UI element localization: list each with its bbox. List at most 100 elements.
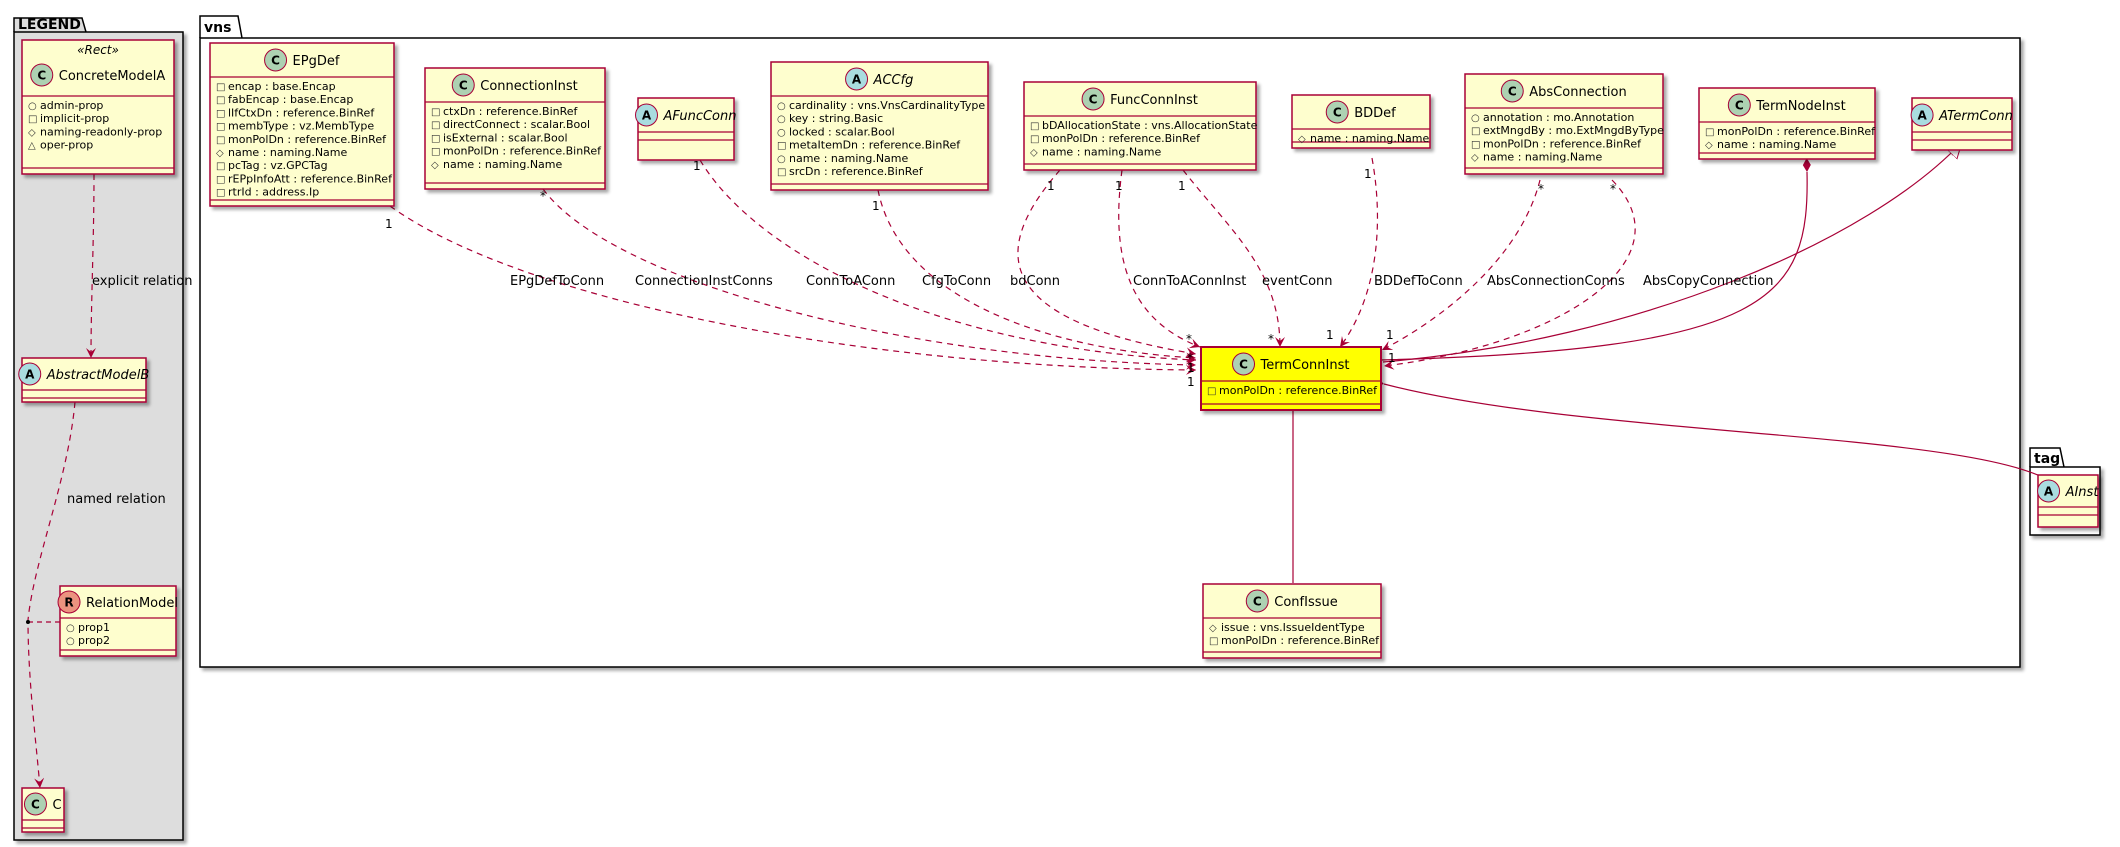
concrete-model-a-attribute: naming-readonly-prop	[40, 125, 162, 138]
legend-named-relation-edge	[27, 401, 76, 789]
class-absconnection-attribute: annotation : mo.Annotation	[1483, 111, 1634, 124]
class-connectioninst-attribute: directConnect : scalar.Bool	[443, 118, 590, 131]
class-funcconninst-title: FuncConnInst	[1110, 93, 1198, 108]
mult-funcconninst-aconninst: 1	[1115, 179, 1123, 193]
c-class-title: C	[52, 798, 61, 813]
class-epgdef-attr-visibility: □	[216, 95, 225, 106]
class-accfg-attribute: srcDn : reference.BinRef	[789, 165, 924, 178]
concrete-model-a-attr-visibility: ○	[28, 101, 37, 112]
vns-edges	[389, 142, 2064, 583]
class-absconnection-attribute: extMngdBy : mo.ExtMngdByType	[1483, 124, 1664, 137]
class-accfg-attribute: metaItemDn : reference.BinRef	[789, 139, 961, 152]
relation-labels: EPgDefToConn ConnectionInstConns ConnToA…	[510, 274, 1773, 289]
class-afuncconn-kind-icon	[635, 103, 659, 127]
class-confissue-attribute: issue : vns.IssueIdentType	[1221, 621, 1365, 634]
class-termnodeinst-title: TermNodeInst	[1755, 99, 1845, 114]
class-absconnection[interactable]: AbsConnectionC○annotation : mo.Annotatio…	[1464, 73, 1664, 175]
class-absconnection-attr-visibility: ◇	[1471, 153, 1479, 164]
edge-conn-to-aconn	[699, 159, 1197, 365]
legend-package-title: LEGEND	[18, 17, 81, 33]
label-absconnection-conns: AbsConnectionConns	[1487, 274, 1625, 289]
class-termnodeinst-attr-visibility: □	[1705, 127, 1714, 138]
label-abscopyconnection: AbsCopyConnection	[1643, 274, 1773, 289]
class-boxes: «Rect»ConcreteModelAC○admin-prop□implici…	[18, 39, 2100, 833]
concrete-model-a-attribute: oper-prop	[40, 139, 93, 152]
edge-epgdef-to-conn	[389, 205, 1197, 375]
label-cfg-to-conn: CfgToConn	[922, 274, 991, 289]
abstract-model-b[interactable]: AbstractModelB A	[18, 357, 150, 403]
relation-model-kind-letter: R	[64, 596, 73, 610]
class-accfg-attribute: cardinality : vns.VnsCardinalityType	[789, 99, 985, 112]
concrete-model-a-attr-visibility: ◇	[28, 127, 36, 138]
abstract-model-b-title: AbstractModelB	[46, 368, 150, 383]
class-accfg-attribute: name : naming.Name	[789, 152, 909, 165]
class-connectioninst-attr-visibility: □	[431, 147, 440, 158]
class-termnodeinst-attribute: monPolDn : reference.BinRef	[1717, 125, 1876, 138]
class-confissue-title: ConfIssue	[1274, 595, 1337, 610]
class-termnodeinst-attribute: name : naming.Name	[1717, 138, 1837, 151]
c-class[interactable]: CC	[21, 787, 65, 833]
concrete-model-a-attr-visibility: □	[28, 114, 37, 125]
mult-epgdef-src: 1	[385, 217, 393, 231]
class-ainst-kind-icon	[2037, 479, 2061, 503]
mult-tgt-event: *	[1268, 332, 1274, 346]
mult-tgt-left-c: 1	[1187, 375, 1195, 389]
class-termconninst-kind-icon	[1232, 352, 1256, 376]
label-bddef-to-conn: BDDefToConn	[1374, 274, 1463, 289]
class-absconnection-attr-visibility: ○	[1471, 113, 1480, 124]
class-termnodeinst[interactable]: TermNodeInst C □monPolDn : reference.BinRe…	[1698, 87, 1876, 160]
class-connectioninst[interactable]: ConnectionInstC□ctxDn : reference.BinRef…	[424, 67, 606, 190]
class-epgdef-attr-visibility: □	[216, 122, 225, 133]
class-accfg-attribute: locked : scalar.Bool	[789, 125, 895, 138]
label-conn-to-aconn: ConnToAConn	[806, 274, 895, 289]
class-funcconninst-attr-visibility: □	[1030, 121, 1039, 132]
edge-conn-to-aconn-inst	[1118, 169, 1201, 349]
class-termconninst-attribute: monPolDn : reference.BinRef	[1219, 384, 1378, 397]
label-conn-to-aconn-inst: ConnToAConnInst	[1133, 274, 1246, 289]
legend-explicit-relation-label: explicit relation	[92, 274, 192, 289]
class-epgdef-attr-visibility: □	[216, 82, 225, 93]
class-termnodeinst-kind-letter: C	[1735, 99, 1744, 113]
class-funcconninst-kind-icon	[1081, 87, 1105, 111]
class-connectioninst-attribute: name : naming.Name	[443, 158, 563, 171]
class-funcconninst-attribute: monPolDn : reference.BinRef	[1042, 132, 1201, 145]
edge-atermconn-generalization	[1382, 142, 1962, 363]
mult-tgt-left-a: *	[1187, 351, 1193, 365]
class-accfg-attr-visibility: ○	[777, 127, 786, 138]
relation-model-attribute: prop2	[78, 634, 110, 647]
concrete-model-a-kind-icon	[30, 63, 54, 87]
class-ainst-kind-letter: A	[2044, 485, 2054, 499]
class-epgdef-attribute: name : naming.Name	[228, 146, 348, 159]
class-epgdef-attribute: monPolDn : reference.BinRef	[228, 133, 387, 146]
class-atermconn-kind-icon	[1910, 103, 1934, 127]
class-accfg-kind-icon	[845, 67, 869, 91]
concrete-model-a-title: ConcreteModelA	[59, 69, 166, 84]
edge-bdconn	[1017, 169, 1197, 358]
class-confissue-kind-letter: C	[1253, 595, 1262, 609]
abstract-model-b-kind-icon	[18, 362, 42, 386]
class-connectioninst-attribute: ctxDn : reference.BinRef	[443, 105, 579, 118]
class-afuncconn-kind-letter: A	[642, 109, 652, 123]
class-accfg-kind-letter: A	[852, 73, 862, 87]
class-absconnection-attr-visibility: □	[1471, 126, 1480, 137]
class-accfg[interactable]: ACCfg A ○ cardinality : vns.VnsCardinalityT…	[770, 61, 989, 191]
class-epgdef-attribute: membType : vz.MembType	[228, 120, 374, 133]
class-accfg-title: ACCfg	[873, 73, 914, 88]
class-epgdef-attr-visibility: ◇	[216, 148, 224, 159]
mult-tgt-absconnection: 1	[1386, 328, 1394, 342]
abstract-model-b-kind-letter: A	[25, 368, 35, 382]
concrete-model-a[interactable]: «Rect»ConcreteModelAC○admin-prop□implici…	[21, 39, 175, 175]
class-atermconn-title: ATermConn	[1938, 109, 2013, 124]
label-bdconn: bdConn	[1010, 274, 1060, 289]
legend-edges	[26, 173, 97, 789]
class-absconnection-kind-letter: C	[1508, 85, 1517, 99]
